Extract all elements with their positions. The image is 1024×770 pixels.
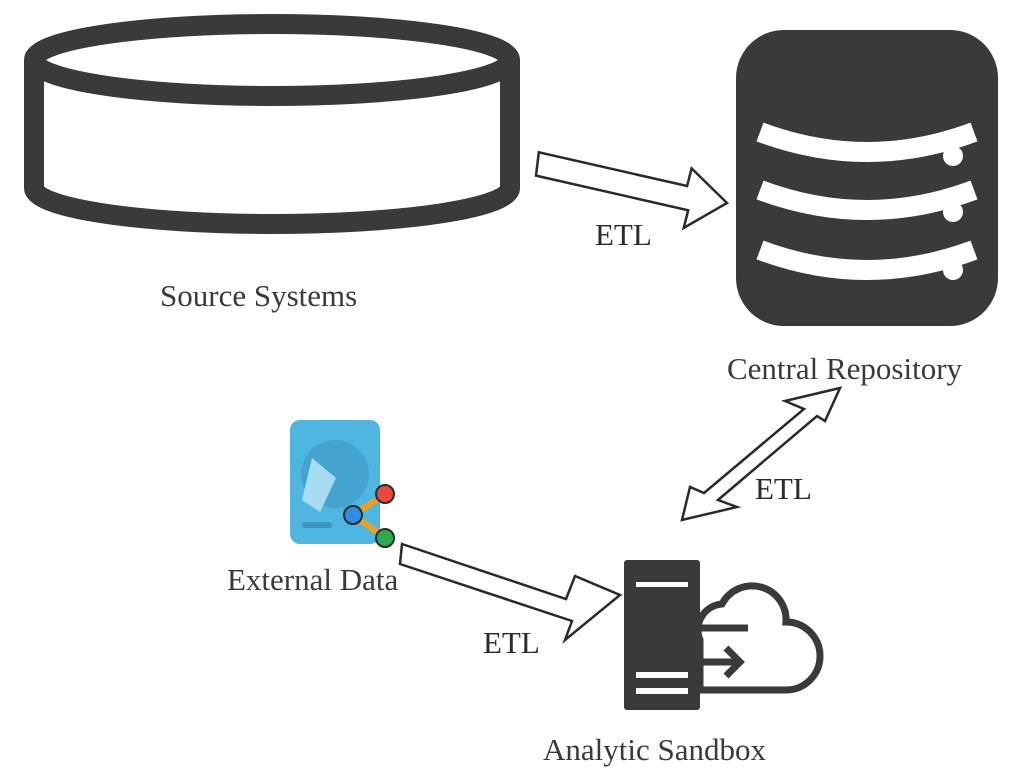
arrow-source-to-central (534, 150, 730, 231)
arrow-external-to-sandbox (398, 542, 623, 644)
central-repository-label: Central Repository (727, 351, 963, 386)
external-data-label: External Data (227, 562, 399, 597)
analytic-sandbox-label: Analytic Sandbox (543, 732, 766, 767)
etl-label-external-sandbox: ETL (483, 625, 540, 660)
hard-drive-share-icon (290, 420, 395, 548)
source-systems-label: Source Systems (160, 278, 358, 313)
arrow-central-sandbox-bidirectional (680, 386, 843, 522)
etl-label-central-sandbox: ETL (755, 471, 812, 506)
database-icon (736, 30, 998, 326)
cylinder-icon (24, 14, 520, 234)
etl-label-source-central: ETL (595, 217, 652, 252)
server-cloud-icon (624, 560, 824, 710)
